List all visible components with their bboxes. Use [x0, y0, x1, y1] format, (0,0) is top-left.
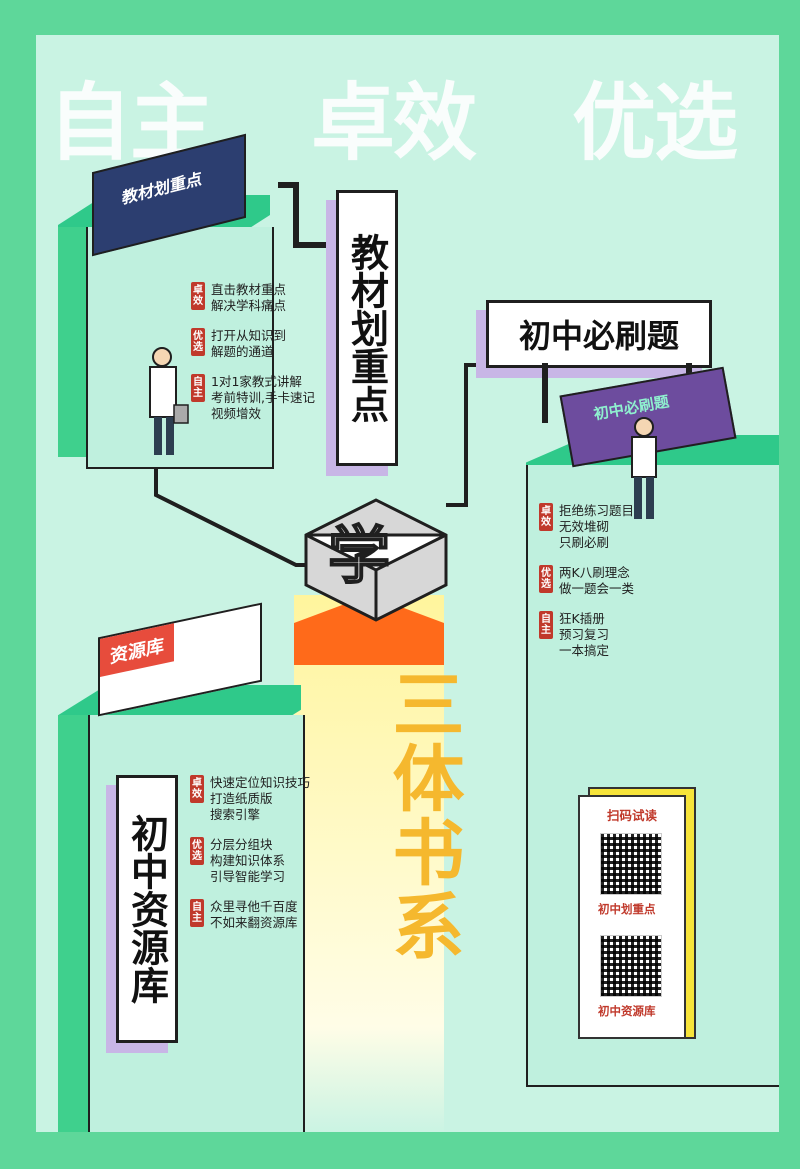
- qr-label-ziyuanku: 初中资源库: [598, 1004, 656, 1018]
- feature-jiaocai-2: 优选 打开从知识到 解题的通道: [191, 328, 315, 360]
- feature-ziyuanku-3: 自主 众里寻他千百度 不如来翻资源库: [190, 899, 310, 931]
- feature-line: 预习复习: [559, 627, 610, 642]
- badge: 优选: [539, 565, 553, 593]
- feature-line: 狂K插册: [559, 611, 605, 626]
- feature-ziyuanku-2: 优选 分层分组块 构建知识体系 引导智能学习: [190, 837, 310, 885]
- badge: 自主: [539, 611, 553, 639]
- feature-line: 1对1家教式讲解: [211, 374, 302, 389]
- feature-jiaocai-3: 自主 1对1家教式讲解 考前特训,手卡速记 视频增效: [191, 374, 315, 422]
- badge: 卓效: [190, 775, 204, 803]
- feature-line: 视频增效: [211, 406, 262, 421]
- pillar-jiaocai-side: [58, 227, 86, 457]
- feature-line: 做一题会一类: [559, 581, 635, 596]
- badge: 优选: [191, 328, 205, 356]
- feature-line: 分层分组块: [210, 837, 273, 852]
- center-logo-char: 学: [327, 518, 391, 593]
- feature-line: 快速定位知识技巧: [210, 775, 311, 790]
- qr-header: 扫码试读: [606, 808, 657, 823]
- feature-line: 两K八刷理念: [559, 565, 630, 580]
- feature-ziyuanku-1: 卓效 快速定位知识技巧 打造纸质版 搜索引擎: [190, 775, 310, 823]
- feature-line: 搜索引擎: [210, 807, 261, 822]
- title-jiaocai: 教材划重点: [336, 190, 398, 466]
- scientist-figure: [149, 347, 189, 455]
- title-ziyuanku: 初中资源库: [116, 775, 178, 1043]
- feature-line: 解决学科痛点: [211, 298, 287, 313]
- feature-line: 引导智能学习: [210, 869, 286, 884]
- poster-panel: 自主 卓效 优选 学 三体书系 教材划重点: [36, 35, 779, 1132]
- slogan-2: 卓效: [311, 73, 477, 172]
- center-logo-block: [304, 498, 448, 622]
- title-ziyuanku-text: 初中资源库: [124, 814, 169, 1004]
- title-bishua-text: 初中必刷题: [518, 317, 679, 355]
- feature-line: 考前特训,手卡速记: [211, 390, 315, 405]
- features-bishua: 卓效 拒绝练习题目 无效堆砌 只刷必刷 优选 两K八刷理念 做一题会一类 自主 …: [539, 503, 634, 659]
- pillar-jiaocai: [86, 227, 274, 469]
- badge: 自主: [191, 374, 205, 402]
- features-jiaocai: 卓效 直击教材重点 解决学科痛点 优选 打开从知识到 解题的通道 自主 1对1家…: [191, 282, 315, 422]
- features-ziyuanku: 卓效 快速定位知识技巧 打造纸质版 搜索引擎 优选 分层分组块 构建知识体系 引…: [190, 775, 310, 931]
- title-bishua: 初中必刷题: [486, 300, 712, 368]
- feature-line: 构建知识体系: [210, 853, 286, 868]
- feature-line: 直击教材重点: [211, 282, 287, 297]
- feature-jiaocai-1: 卓效 直击教材重点 解决学科痛点: [191, 282, 315, 314]
- series-title: 三体书系: [380, 667, 464, 963]
- slogan-3: 优选: [572, 73, 738, 172]
- feature-line: 众里寻他千百度: [210, 899, 298, 914]
- feature-bishua-2: 优选 两K八刷理念 做一题会一类: [539, 565, 634, 597]
- feature-line: 打造纸质版: [210, 791, 273, 806]
- qr-card: 扫码试读 初中划重点 初中资源库: [578, 795, 686, 1039]
- feature-line: 只刷必刷: [559, 535, 610, 550]
- qr-label-jiaocai: 初中划重点: [598, 902, 656, 916]
- feature-bishua-3: 自主 狂K插册 预习复习 一本搞定: [539, 611, 634, 659]
- qr-code-jiaocai[interactable]: [600, 833, 662, 895]
- feature-line: 无效堆砌: [559, 519, 610, 534]
- student-figure: [631, 417, 657, 519]
- feature-line: 一本搞定: [559, 643, 610, 658]
- badge: 优选: [190, 837, 204, 865]
- bishua-post: [542, 363, 548, 423]
- pillar-ziyuanku-side: [58, 715, 88, 1132]
- feature-line: 拒绝练习题目: [559, 503, 635, 518]
- badge: 自主: [190, 899, 204, 927]
- center-beam: [294, 595, 444, 1132]
- feature-line: 打开从知识到: [211, 328, 287, 343]
- feature-line: 解题的通道: [211, 344, 274, 359]
- badge: 卓效: [191, 282, 205, 310]
- title-jiaocai-text: 教材划重点: [344, 233, 389, 423]
- feature-line: 不如来翻资源库: [210, 915, 298, 930]
- badge: 卓效: [539, 503, 553, 531]
- feature-bishua-1: 卓效 拒绝练习题目 无效堆砌 只刷必刷: [539, 503, 634, 551]
- qr-code-ziyuanku[interactable]: [600, 935, 662, 997]
